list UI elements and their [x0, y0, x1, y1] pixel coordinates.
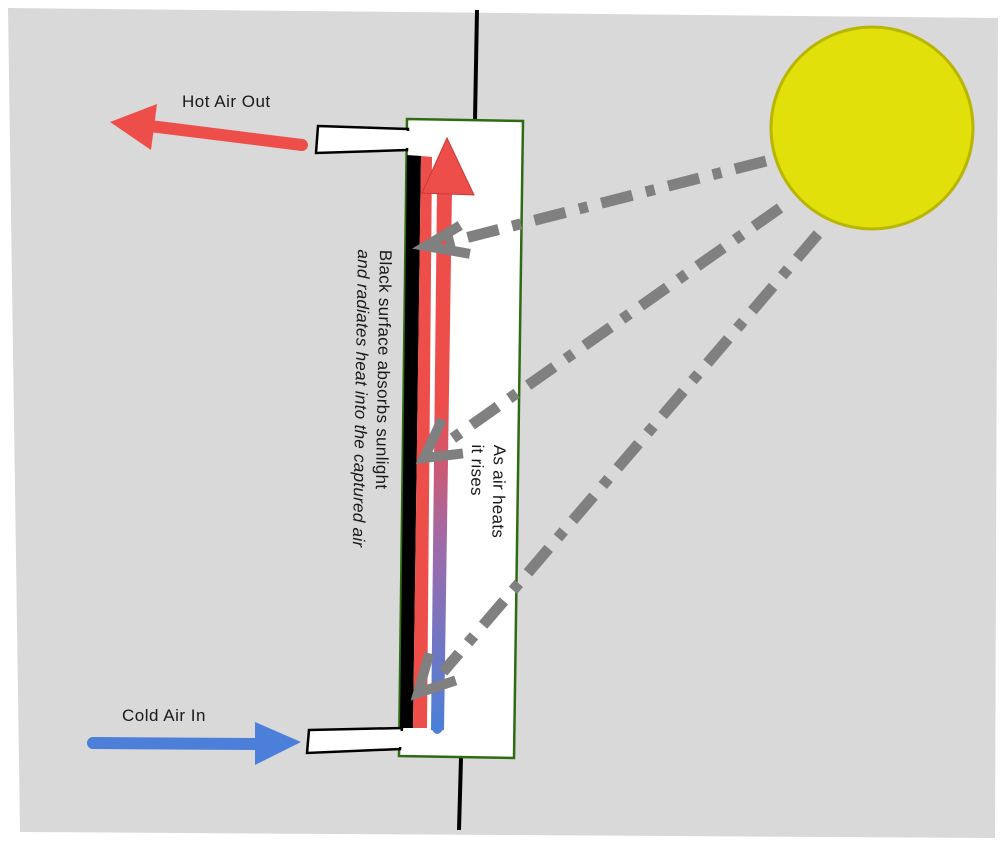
hot-air-outlet-duct — [314, 124, 410, 155]
ray-3-arrowhead-icon — [410, 651, 458, 701]
sunlight-rays — [438, 155, 823, 676]
rising-air-shaft-bottom — [431, 728, 444, 734]
ray-2-arrowhead-icon — [415, 417, 464, 465]
heated-air-strip — [413, 156, 432, 728]
rising-air-arrow-icon — [421, 136, 475, 196]
sunlight-ray-heads — [410, 221, 471, 701]
air-rises-label-line1: As air heats — [488, 444, 510, 539]
cold-air-arrow-icon — [255, 722, 301, 765]
outlet-duct-gap — [404, 131, 412, 148]
sunlight-ray-3 — [438, 230, 823, 676]
wall-line-bottom — [457, 757, 463, 831]
hot-air-arrow-shaft — [144, 120, 308, 151]
air-rises-label: As air heats it rises — [464, 444, 510, 538]
ray-1-arrowhead-icon — [412, 221, 471, 259]
air-rises-label-line2: it rises — [467, 444, 488, 497]
cold-air-inlet-duct — [305, 726, 404, 755]
hot-air-out-label: Hot Air Out — [182, 92, 271, 111]
sunlight-ray-1 — [444, 155, 768, 249]
black-absorber-surface — [400, 155, 421, 728]
cold-air-arrow-shaft — [87, 737, 268, 750]
hot-air-arrow-icon — [110, 104, 157, 150]
sun-icon — [769, 25, 975, 231]
cold-air-in-label: Cold Air In — [122, 706, 206, 725]
black-surface-label: Black surface absorbs sunlight and radia… — [347, 249, 396, 548]
wall-line-top — [473, 9, 479, 121]
inlet-duct-gap — [396, 731, 406, 747]
